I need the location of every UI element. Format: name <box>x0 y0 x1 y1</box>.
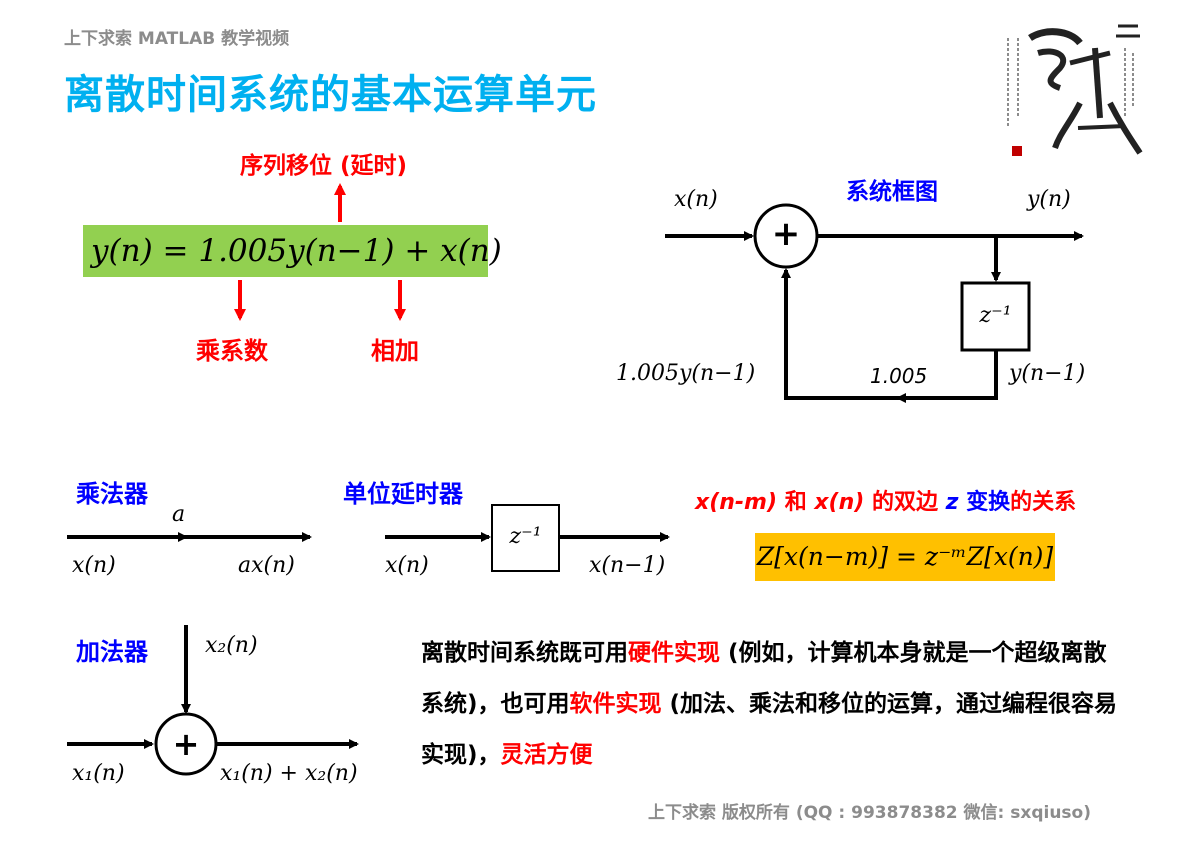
system-input-label: x(n) <box>674 187 718 212</box>
caption-shifted-seq: x(n-m) <box>695 490 778 515</box>
system-adder-symbol: + <box>771 214 801 254</box>
adder-symbol: + <box>172 725 200 763</box>
feedback-out-label: y(n−1) <box>1009 361 1086 386</box>
para-text-3: (加法、乘法和移位的运算，通过编程很容易实现)， <box>421 691 1118 768</box>
shift-label: 序列移位 (延时) <box>240 153 408 179</box>
explanation-paragraph: 离散时间系统既可用硬件实现 (例如，计算机本身就是一个超级离散系统)，也可用软件… <box>421 628 1121 781</box>
caption-and: 和 <box>777 490 815 515</box>
coefficient-label: 1.005 <box>870 364 928 388</box>
adder-output: x₁(n) + x₂(n) <box>220 761 358 786</box>
para-hardware: 硬件实现 <box>628 640 720 666</box>
system-output-label: y(n) <box>1027 187 1071 212</box>
multiply-label: 乘系数 <box>196 337 268 365</box>
delay-box-label: z⁻¹ <box>509 524 542 549</box>
delay-title: 单位延时器 <box>343 480 463 508</box>
feedback-in-label: 1.005y(n−1) <box>616 361 756 386</box>
adder-input2: x₂(n) <box>205 633 258 658</box>
system-delay-label: z⁻¹ <box>979 303 1012 328</box>
para-flexible: 灵活方便 <box>500 742 593 768</box>
block-diagram-title: 系统框图 <box>846 179 938 205</box>
multiplier-title: 乘法器 <box>76 480 148 508</box>
caption-transform: 变换 <box>958 490 1011 515</box>
multiplier-coef: a <box>172 502 186 527</box>
delay-output: x(n−1) <box>589 553 666 578</box>
calligraphy-seal-icon <box>1000 8 1150 168</box>
z-relation-caption: x(n-m) 和 x(n) 的双边 z 变换的关系 <box>695 484 1076 516</box>
page-title: 离散时间系统的基本运算单元 <box>64 72 597 118</box>
para-text-1: 离散时间系统既可用 <box>421 640 628 666</box>
caption-relation: 的关系 <box>1010 490 1077 515</box>
delay-input: x(n) <box>385 553 429 578</box>
multiplier-input: x(n) <box>72 553 116 578</box>
caption-z: z <box>945 490 959 515</box>
difference-equation: y(n) = 1.005y(n−1) + x(n) <box>83 225 502 277</box>
copyright-footer: 上下求索 版权所有 (QQ : 993878382 微信: sxqiuso) <box>648 803 1091 823</box>
caption-seq: x(n) <box>814 490 865 515</box>
para-software: 软件实现 <box>569 691 662 717</box>
z-relation-formula: Z[x(n−m)] = z⁻ᵐZ[x(n)] <box>755 533 1055 581</box>
add-label: 相加 <box>371 337 419 365</box>
multiplier-output: ax(n) <box>238 553 295 578</box>
adder-title: 加法器 <box>76 638 148 666</box>
course-header: 上下求索 MATLAB 教学视频 <box>64 29 290 49</box>
adder-input1: x₁(n) <box>72 761 125 786</box>
para-text-2: (例如，计算机本身就是一个超级离散系统)，也可用 <box>421 640 1107 717</box>
caption-bilateral: 的双边 <box>864 490 946 515</box>
